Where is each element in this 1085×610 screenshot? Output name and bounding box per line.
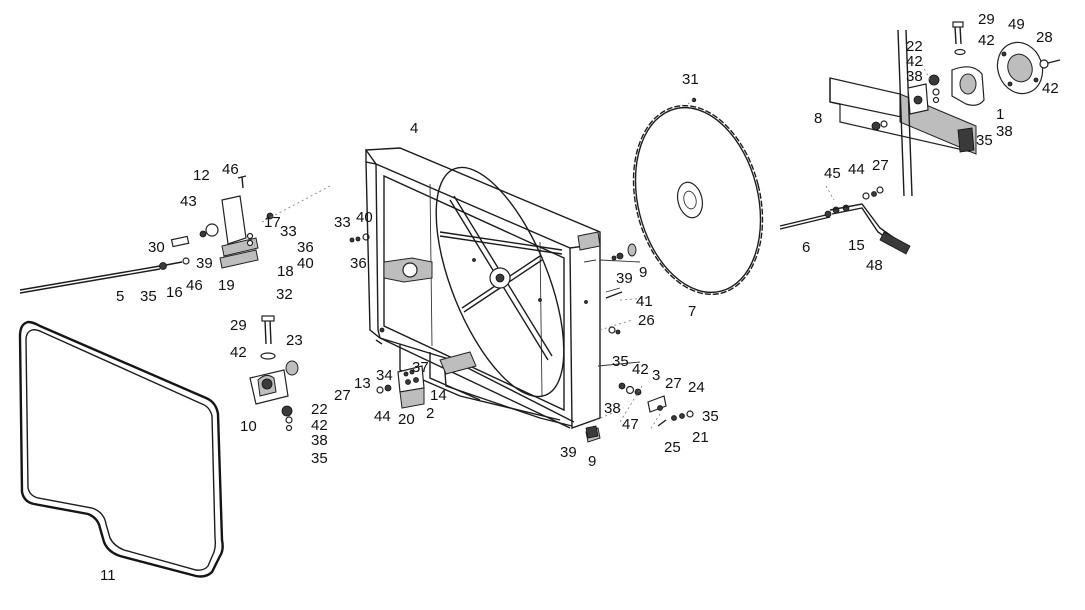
callout-49: 49 [1008,16,1025,33]
hardware-lower-center [376,365,425,409]
callout-30: 30 [148,239,165,256]
callout-35-left: 35 [140,288,157,305]
callout-33-center: 33 [334,214,351,231]
callout-13: 13 [354,375,371,392]
callout-31: 31 [682,71,699,88]
callout-36-left: 36 [297,239,314,256]
callout-38-right: 38 [906,68,923,85]
callout-43: 43 [180,193,197,210]
callout-5: 5 [116,288,124,305]
callout-27-center: 27 [665,375,682,392]
callout-35-upper-right: 35 [976,132,993,149]
callout-44-right: 44 [848,161,865,178]
callout-7: 7 [688,303,696,320]
callout-19: 19 [218,277,235,294]
callout-41: 41 [636,293,653,310]
callout-14: 14 [430,387,447,404]
callout-16: 16 [166,284,183,301]
callout-46-lower: 46 [186,277,203,294]
callout-11: 11 [100,567,116,584]
callout-42-center: 42 [632,361,649,378]
callout-24: 24 [688,379,705,396]
fan-impeller [435,166,597,398]
control-rod [19,257,190,294]
callout-35-lower-left: 35 [311,450,328,467]
callout-40-left: 40 [297,255,314,272]
callout-40-center: 40 [356,209,373,226]
bracket-assembly-upper-right [829,21,985,197]
callout-37: 37 [412,359,429,376]
callout-22-right: 22 [906,38,923,55]
callout-35-center: 35 [612,353,629,370]
callout-20: 20 [398,411,415,428]
callout-21: 21 [692,429,709,446]
callout-3: 3 [652,367,660,384]
gasket-seal-inner [25,329,217,571]
hardware-center-left [349,233,370,243]
callout-9-lower: 9 [588,453,596,470]
callout-48: 48 [866,257,883,274]
callout-38-center: 38 [604,400,621,417]
fan-housing-frame [364,147,601,429]
leader-lines [595,59,931,431]
callout-46-upper: 46 [222,161,239,178]
callout-33-left: 33 [280,223,297,240]
hardware-bottom-center [585,425,599,439]
callout-28: 28 [1036,29,1053,46]
callout-42-lower-left: 42 [311,417,328,434]
callout-35-lower-right: 35 [702,408,719,425]
callout-2: 2 [426,405,434,422]
callout-42-far-right: 42 [1042,80,1059,97]
callout-42-left: 42 [230,344,247,361]
callout-12: 12 [193,167,210,184]
callout-18: 18 [277,263,294,280]
callout-10: 10 [240,418,257,435]
round-flange [996,41,1061,95]
callout-29-left: 29 [230,317,247,334]
callout-6: 6 [802,239,810,256]
callout-38-far-right: 38 [996,123,1013,140]
callout-9-upper: 9 [639,264,647,281]
callout-38-left: 38 [311,432,328,449]
hardware-lower-right [585,361,694,443]
bracket-assembly-left [170,175,331,269]
callout-42-upper-right: 42 [978,32,995,49]
lever-assembly [779,186,911,255]
callout-4: 4 [410,120,418,137]
callout-44-lower: 44 [374,408,391,425]
callout-22-left: 22 [311,401,328,418]
callout-47: 47 [622,416,639,433]
support-bracket [249,315,299,432]
callout-45: 45 [824,165,841,182]
callout-17: 17 [264,214,281,231]
gasket-seal [18,320,224,578]
callout-39-center: 39 [616,270,633,287]
callout-23: 23 [286,332,303,349]
callout-25: 25 [664,439,681,456]
callout-42-right: 42 [906,53,923,70]
callout-26: 26 [638,312,655,329]
callout-29-right: 29 [978,11,995,28]
callout-27-right: 27 [872,157,889,174]
callout-15: 15 [848,237,865,254]
callout-1: 1 [996,106,1004,123]
callout-8: 8 [814,110,822,127]
callout-34: 34 [376,367,393,384]
callout-39-lower: 39 [560,444,577,461]
hardware-right-of-housing [605,243,637,335]
callout-36-center: 36 [350,255,367,272]
callout-39-left: 39 [196,255,213,272]
callout-32: 32 [276,286,293,303]
fan-cover-disc [599,97,764,296]
callout-labels: 1 2 3 4 5 6 7 8 9 9 10 11 12 13 14 15 16… [100,11,1059,584]
callout-27-left: 27 [334,387,351,404]
